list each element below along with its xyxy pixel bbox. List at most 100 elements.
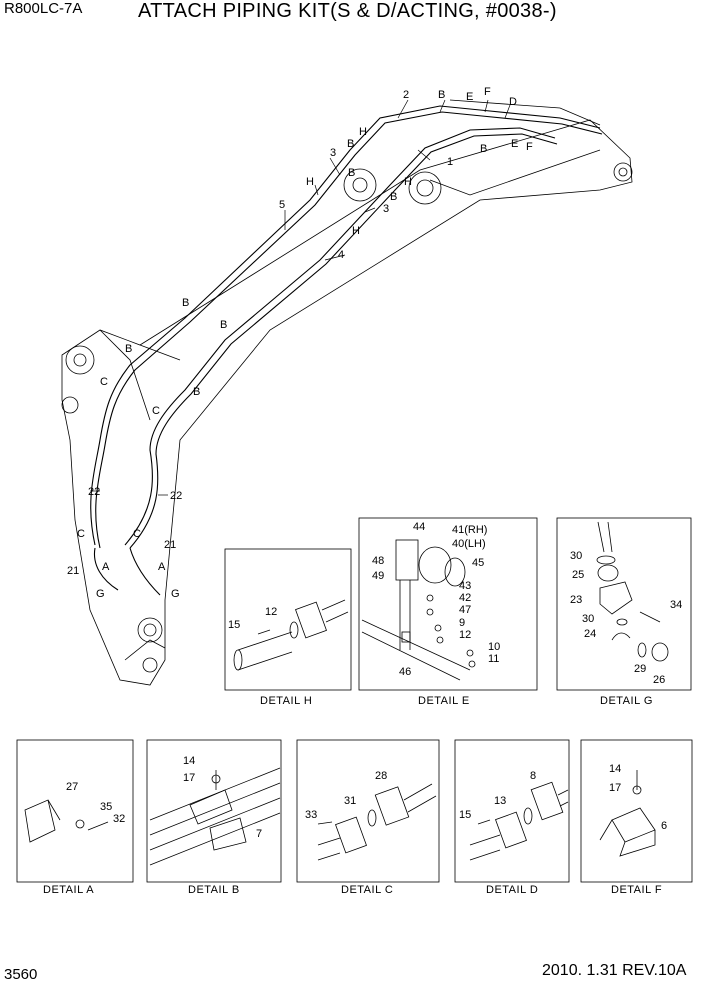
detail-G-label: 23 bbox=[570, 594, 582, 606]
detail-G-label: 30 bbox=[570, 550, 582, 562]
detail-E-label: 49 bbox=[372, 570, 384, 582]
detail-H-label: 12 bbox=[265, 606, 277, 618]
detail-D-caption: DETAIL D bbox=[486, 884, 538, 896]
detail-H-frame bbox=[224, 548, 352, 691]
callout-22b: 22 bbox=[170, 490, 182, 502]
callout-1: 1 bbox=[447, 156, 453, 168]
detail-G-label: 34 bbox=[670, 599, 682, 611]
detail-D-label: 8 bbox=[530, 770, 536, 782]
callout-Cb: C bbox=[152, 405, 160, 417]
main-callouts: 2 1 3 3 4 5 21 21 22 22 B B B B B B B B … bbox=[67, 86, 533, 600]
detail-A-caption: DETAIL A bbox=[43, 884, 94, 896]
detail-art bbox=[24, 521, 669, 866]
detail-E-label: 11 bbox=[488, 653, 499, 665]
callout-Ea: E bbox=[466, 91, 473, 103]
callout-Bd: B bbox=[390, 191, 397, 203]
callout-Da: D bbox=[509, 96, 517, 108]
detail-A-label: 35 bbox=[100, 801, 112, 813]
callout-Aa: A bbox=[102, 561, 110, 573]
detail-E-label: 40(LH) bbox=[452, 538, 486, 550]
detail-G-label: 25 bbox=[572, 569, 584, 581]
callout-21b: 21 bbox=[67, 565, 79, 577]
detail-E-label: 47 bbox=[459, 604, 471, 616]
leader-lines bbox=[90, 99, 511, 496]
callout-Hd: H bbox=[352, 225, 360, 237]
callout-5: 5 bbox=[279, 199, 285, 211]
callout-Bi: B bbox=[348, 167, 355, 179]
callout-3a: 3 bbox=[330, 147, 336, 159]
callout-Cd: C bbox=[133, 528, 141, 540]
detail-E-label: 41(RH) bbox=[452, 524, 487, 536]
callout-Cc: C bbox=[77, 528, 85, 540]
revision-date: 2010. 1.31 REV.10A bbox=[542, 962, 687, 979]
detail-E-label: 10 bbox=[488, 641, 500, 653]
callout-4: 4 bbox=[338, 249, 344, 261]
hydraulic-pipes bbox=[90, 105, 603, 596]
model-number: R800LC-7A bbox=[4, 0, 83, 17]
detail-H-caption: DETAIL H bbox=[260, 695, 312, 707]
detail-E-label: 9 bbox=[459, 617, 465, 629]
detail-G-frame bbox=[556, 517, 692, 691]
detail-frames bbox=[16, 517, 693, 883]
detail-B-caption: DETAIL B bbox=[188, 884, 240, 896]
detail-C-frame bbox=[296, 739, 440, 883]
callout-Ab: A bbox=[158, 561, 166, 573]
detail-E-caption: DETAIL E bbox=[418, 695, 470, 707]
detail-E-label: 43 bbox=[459, 580, 471, 592]
detail-D-frame bbox=[454, 739, 570, 883]
callout-Ha: H bbox=[359, 126, 367, 138]
detail-A-label: 32 bbox=[113, 813, 125, 825]
callout-Gb: G bbox=[171, 588, 180, 600]
callout-Be: B bbox=[182, 297, 189, 309]
callout-Fa: F bbox=[484, 86, 491, 98]
page-number: 3560 bbox=[4, 966, 38, 983]
detail-G-label: 26 bbox=[653, 674, 665, 686]
detail-E-label: 44 bbox=[413, 521, 425, 533]
detail-C-label: 28 bbox=[375, 770, 387, 782]
detail-F-label: 6 bbox=[661, 820, 667, 832]
detail-E-label: 12 bbox=[459, 629, 471, 641]
callout-Ba: B bbox=[438, 89, 445, 101]
detail-B-label: 14 bbox=[183, 755, 195, 767]
callout-Bg: B bbox=[125, 343, 132, 355]
detail-B-label: 7 bbox=[256, 828, 262, 840]
detail-H-label: 15 bbox=[228, 619, 240, 631]
callout-Bf: B bbox=[220, 319, 227, 331]
detail-C-caption: DETAIL C bbox=[341, 884, 393, 896]
detail-D-label: 15 bbox=[459, 809, 471, 821]
detail-A-frame bbox=[16, 739, 134, 883]
detail-E-label: 46 bbox=[399, 666, 411, 678]
detail-F-label: 14 bbox=[609, 763, 621, 775]
detail-D-label: 13 bbox=[494, 795, 506, 807]
detail-E-frame bbox=[358, 517, 538, 691]
callout-Fb: F bbox=[526, 141, 533, 153]
detail-F-frame bbox=[580, 739, 693, 883]
callout-Hc: H bbox=[404, 176, 412, 188]
boom-assembly bbox=[61, 99, 633, 686]
detail-F-caption: DETAIL F bbox=[611, 884, 662, 896]
page-title: ATTACH PIPING KIT(S & D/ACTING, #0038-) bbox=[138, 0, 557, 22]
callout-21a: 21 bbox=[164, 539, 176, 551]
callout-Eb: E bbox=[511, 138, 518, 150]
detail-F-label: 17 bbox=[609, 782, 621, 794]
detail-B-frame bbox=[146, 739, 282, 883]
detail-B-label: 17 bbox=[183, 772, 195, 784]
detail-E-label: 45 bbox=[472, 557, 484, 569]
detail-G-label: 24 bbox=[584, 628, 596, 640]
detail-E-label: 48 bbox=[372, 555, 384, 567]
detail-C-label: 33 bbox=[305, 809, 317, 821]
detail-G-label: 29 bbox=[634, 663, 646, 675]
detail-G-label: 30 bbox=[582, 613, 594, 625]
detail-callouts: 15 12 DETAIL H 44 41(RH) 40(LH) 45 48 49… bbox=[43, 521, 682, 896]
detail-A-label: 27 bbox=[66, 781, 78, 793]
callout-Ca: C bbox=[100, 376, 108, 388]
callout-Hb: H bbox=[306, 176, 314, 188]
callout-22a: 22 bbox=[88, 486, 100, 498]
callout-2: 2 bbox=[403, 89, 409, 101]
detail-G-caption: DETAIL G bbox=[600, 695, 653, 707]
detail-E-label: 42 bbox=[459, 592, 471, 604]
callout-3b: 3 bbox=[383, 203, 389, 215]
detail-C-label: 31 bbox=[344, 795, 356, 807]
callout-Ga: G bbox=[96, 588, 105, 600]
